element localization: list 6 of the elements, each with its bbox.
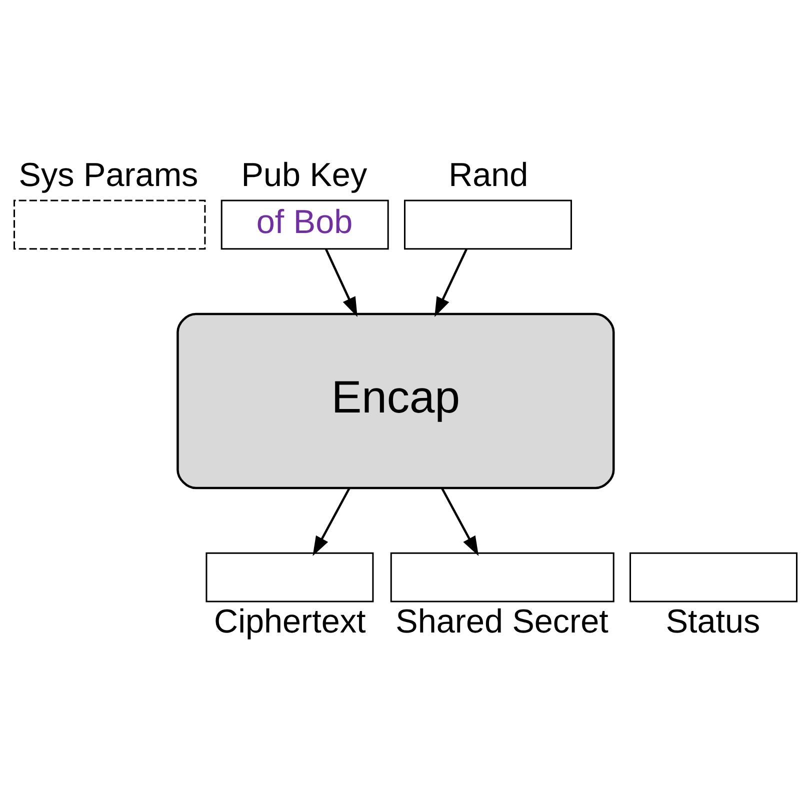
node-label: Rand	[448, 156, 528, 194]
node-label: Status	[666, 603, 760, 640]
node-label: Shared Secret	[396, 603, 608, 640]
node-label: Ciphertext	[214, 603, 366, 640]
node-label: Pub Key	[241, 156, 368, 194]
node-label: Sys Params	[18, 156, 198, 194]
